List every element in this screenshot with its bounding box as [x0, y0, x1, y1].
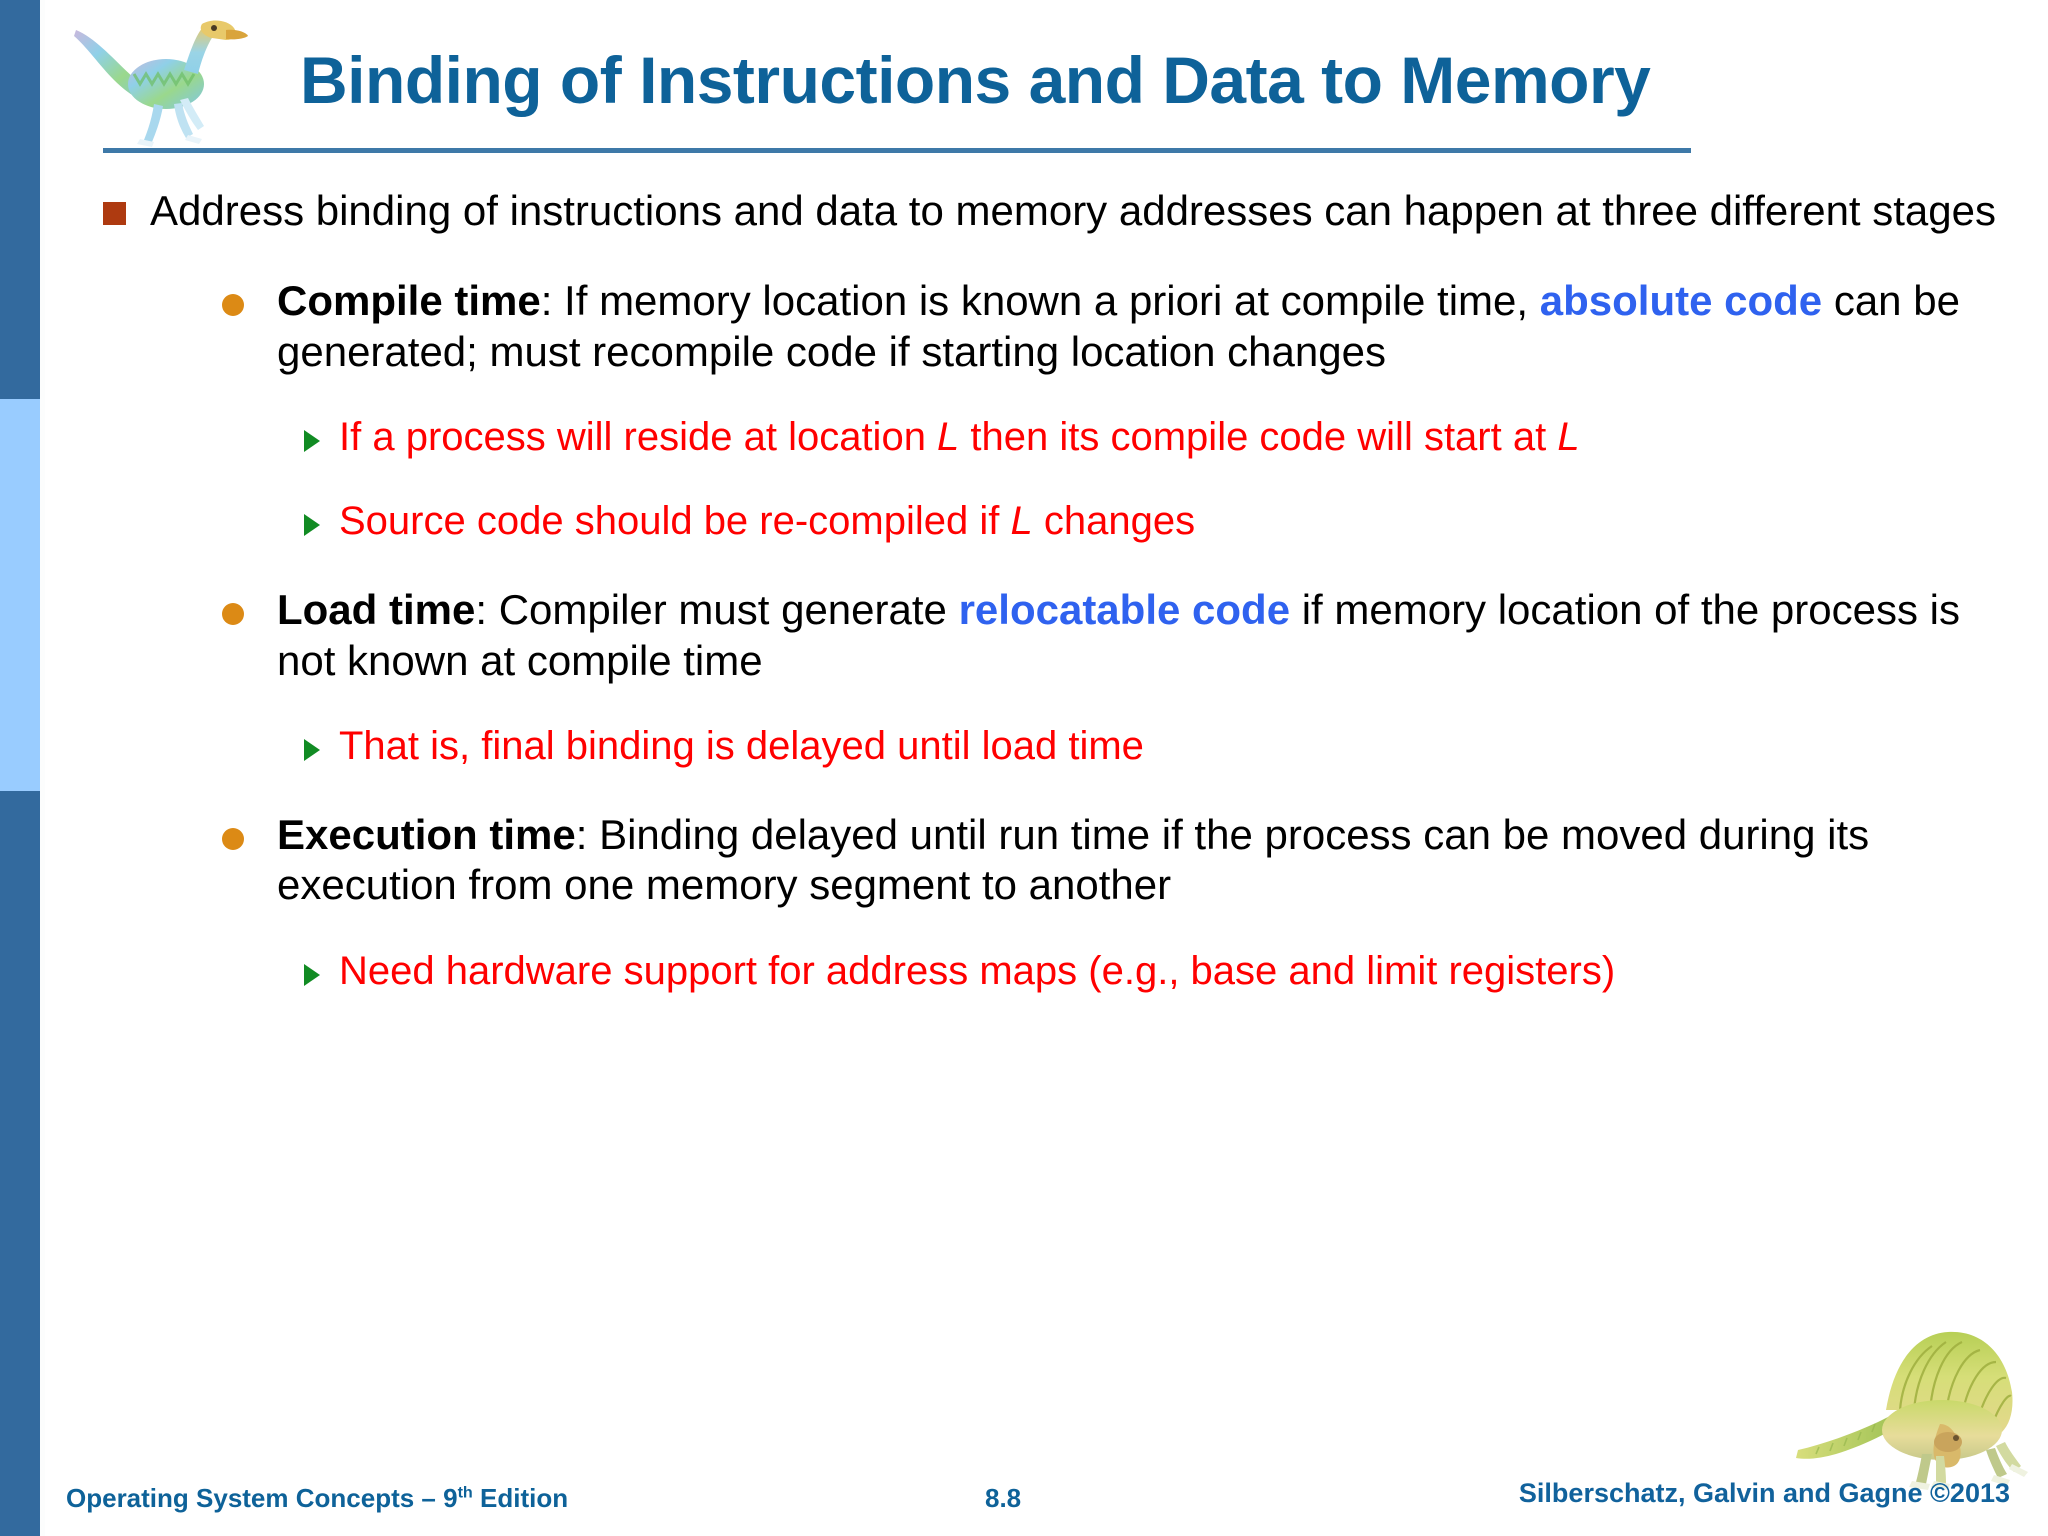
- bullet-level2-load-time: Load time: Compiler must generate reloca…: [45, 585, 2020, 686]
- bullet-level2-execution-time: Execution time: Binding delayed until ru…: [45, 810, 2020, 911]
- triangle-bullet-icon: [304, 430, 320, 453]
- dinosaur-illustration-icon: [74, 20, 248, 147]
- variable-L: L: [937, 415, 960, 460]
- sidebar-accent-bar-bottom: [0, 791, 40, 1536]
- triangle-bullet-icon: [304, 514, 320, 537]
- subbullet-text-tail: changes: [1032, 499, 1196, 544]
- bullet-level3-process-resides-at-L: If a process will reside at location L t…: [45, 413, 2020, 461]
- subbullet-text-pre: Source code should be re-compiled if: [339, 499, 1011, 544]
- footer-edition-pre: Operating System Concepts – 9: [66, 1483, 458, 1513]
- emphasis-absolute-code: absolute code: [1539, 277, 1823, 325]
- bullet-level1-address-binding: Address binding of instructions and data…: [45, 186, 2020, 236]
- disc-bullet-icon: [222, 603, 244, 626]
- footer-slide-number: 8.8: [985, 1483, 1022, 1513]
- footer-copyright: Silberschatz, Galvin and Gagne ©2013: [1518, 1478, 2010, 1508]
- variable-L: L: [1010, 499, 1033, 544]
- bullet-text-sep: : If memory location is known a priori a…: [540, 277, 1540, 325]
- bullet-level3-hardware-support: Need hardware support for address maps (…: [45, 947, 2020, 995]
- bullet-text-sep: : Compiler must generate: [475, 586, 959, 634]
- dimetrodon-illustration-icon: [1796, 1331, 2028, 1490]
- subbullet-text: That is, final binding is delayed until …: [339, 723, 1144, 768]
- sidebar-accent-bar-top: [0, 0, 40, 399]
- disc-bullet-icon: [222, 827, 244, 850]
- disc-bullet-icon: [222, 294, 244, 317]
- triangle-bullet-icon: [304, 738, 320, 761]
- subbullet-text-mid: then its compile code will start at: [959, 415, 1558, 460]
- bullet-label-compile-time: Compile time: [277, 277, 541, 325]
- subbullet-text-pre: If a process will reside at location: [339, 415, 938, 460]
- bullet-text: Address binding of instructions and data…: [150, 187, 1997, 234]
- footer-edition-post: Edition: [472, 1483, 569, 1513]
- square-bullet-icon: [103, 202, 126, 225]
- bullet-text-tail: if memory location of the process is not…: [277, 586, 1960, 684]
- emphasis-relocatable-code: relocatable code: [958, 586, 1291, 634]
- bullet-label-execution-time: Execution time: [277, 810, 576, 858]
- sidebar-edge-divider: [40, 0, 45, 1536]
- bullet-level3-source-recompiled: Source code should be re-compiled if L c…: [45, 497, 2020, 545]
- bullet-label-load-time: Load time: [277, 586, 476, 634]
- bullet-level3-final-binding-delayed: That is, final binding is delayed until …: [45, 722, 2020, 770]
- title-underline-rule: [103, 148, 1691, 153]
- subbullet-text: Need hardware support for address maps (…: [339, 948, 1616, 993]
- footer-edition-label: Operating System Concepts – 9th Edition: [66, 1483, 568, 1514]
- footer-edition-ordinal: th: [457, 1483, 473, 1502]
- bullet-text-sep: : Binding delayed until run time if the …: [277, 810, 1870, 909]
- sidebar-accent-bar-middle: [0, 399, 40, 791]
- bullet-text-tail: can be generated; must recompile code if…: [277, 277, 1960, 375]
- slide-title: Binding of Instructions and Data to Memo…: [300, 43, 1651, 117]
- variable-L-2: L: [1557, 415, 1580, 460]
- slide-body: Address binding of instructions and data…: [45, 178, 2020, 1448]
- triangle-bullet-icon: [304, 963, 320, 986]
- bullet-level2-compile-time: Compile time: If memory location is know…: [45, 276, 2020, 377]
